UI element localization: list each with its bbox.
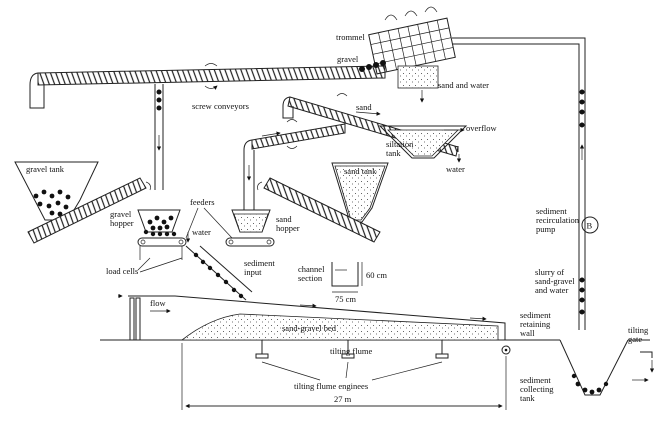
label-sand-and-water: sand and water [438, 80, 489, 90]
top-screw-conveyor [29, 63, 386, 109]
label-water-top: water [446, 164, 465, 174]
feeders-leader-2 [203, 207, 233, 239]
recirculation-pump: B [581, 216, 599, 234]
label-water-feed: water [192, 227, 211, 237]
load-cells-leader-1 [137, 257, 151, 271]
sediment-input-chute [185, 245, 253, 301]
label-75cm: 75 cm [335, 294, 356, 304]
return-pipe [452, 37, 586, 330]
label-sand-tank: sand tank [344, 166, 377, 176]
label-flow: flow [150, 298, 166, 308]
label-screw-conveyors: screw conveyors [192, 101, 249, 111]
label-gravel-tank: gravel tank [26, 164, 65, 174]
middle-screw-conveyor [243, 119, 346, 211]
gravel-hopper [137, 209, 187, 260]
gravel-tank-screw-conveyor [27, 177, 151, 244]
pump-symbol: B [587, 221, 593, 231]
label-overflow: overflow [466, 123, 498, 133]
label-27m: 27 m [334, 394, 352, 404]
length-dimension [181, 343, 507, 410]
siltation-tank [378, 125, 468, 163]
label-gravel: gravel [337, 54, 359, 64]
label-trommel: trommel [336, 32, 365, 42]
label-flume-engines: tilting flume enginees [294, 381, 368, 391]
sand-hopper [225, 209, 275, 247]
sand-tank [331, 162, 389, 223]
label-sand-gravel-bed: sand-gravel bed [282, 323, 337, 333]
label-tilting-flume: tilting flume [330, 346, 372, 356]
label-load-cells: load cells [106, 266, 138, 276]
load-cells-leader-2 [139, 257, 183, 273]
sand-tank-screw-conveyor [257, 177, 381, 243]
gravel-downpipe [154, 84, 164, 190]
label-feeders: feeders [190, 197, 215, 207]
channel-section [331, 262, 363, 293]
label-sand: sand [356, 102, 372, 112]
label-60cm: 60 cm [366, 270, 387, 280]
flume [100, 293, 560, 355]
flume-engines [255, 340, 449, 381]
collecting-tank [559, 339, 655, 396]
trommel [359, 6, 456, 103]
